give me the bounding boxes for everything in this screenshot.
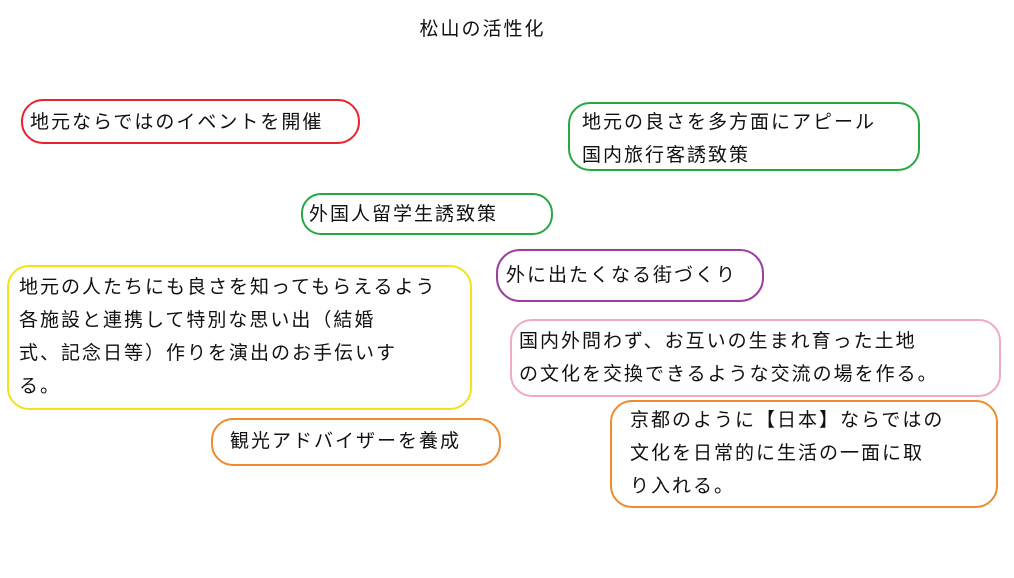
idea-text-line: り入れる。 xyxy=(630,475,736,497)
page-title: 松山の活性化 xyxy=(419,18,546,40)
idea-text-line: 外に出たくなる街づくり xyxy=(506,264,738,286)
idea-local-event-bubble: 地元ならではのイベントを開催 xyxy=(21,99,360,144)
idea-kyoto-culture-bubble: 京都のように【日本】ならではの文化を日常的に生活の一面に取り入れる。 xyxy=(610,400,998,508)
idea-text-line: 京都のように【日本】ならではの xyxy=(630,409,945,431)
idea-cultural-exchange-bubble: 国内外問わず、お互いの生まれ育った土地の文化を交換できるような交流の場を作る。 xyxy=(510,319,1001,397)
idea-text-line: 地元の人たちにも良さを知ってもらえるよう xyxy=(19,276,437,298)
idea-text-line: 外国人留学生誘致策 xyxy=(309,203,499,225)
idea-text-line: の文化を交換できるような交流の場を作る。 xyxy=(519,363,939,385)
idea-text-line: 観光アドバイザーを養成 xyxy=(230,430,462,452)
idea-residents-memories-bubble: 地元の人たちにも良さを知ってもらえるよう各施設と連携して特別な思い出（結婚式、記… xyxy=(7,265,472,410)
idea-text-line: 文化を日常的に生活の一面に取 xyxy=(630,442,925,464)
idea-text-line: 各施設と連携して特別な思い出（結婚 xyxy=(19,309,376,331)
idea-text-line: 式、記念日等）作りを演出のお手伝いす xyxy=(19,342,398,364)
idea-text-line: 国内外問わず、お互いの生まれ育った土地 xyxy=(519,330,917,352)
idea-text-line: 地元ならではのイベントを開催 xyxy=(30,111,324,133)
idea-appeal-bubble: 地元の良さを多方面にアピール国内旅行客誘致策 xyxy=(568,102,920,171)
idea-tourism-advisor-bubble: 観光アドバイザーを養成 xyxy=(211,418,501,466)
idea-town-building-bubble: 外に出たくなる街づくり xyxy=(496,249,764,302)
idea-text-line: 地元の良さを多方面にアピール xyxy=(582,111,877,133)
idea-foreign-student-bubble: 外国人留学生誘致策 xyxy=(301,193,553,235)
idea-text-line: 国内旅行客誘致策 xyxy=(582,144,751,166)
idea-text-line: る。 xyxy=(19,375,62,397)
